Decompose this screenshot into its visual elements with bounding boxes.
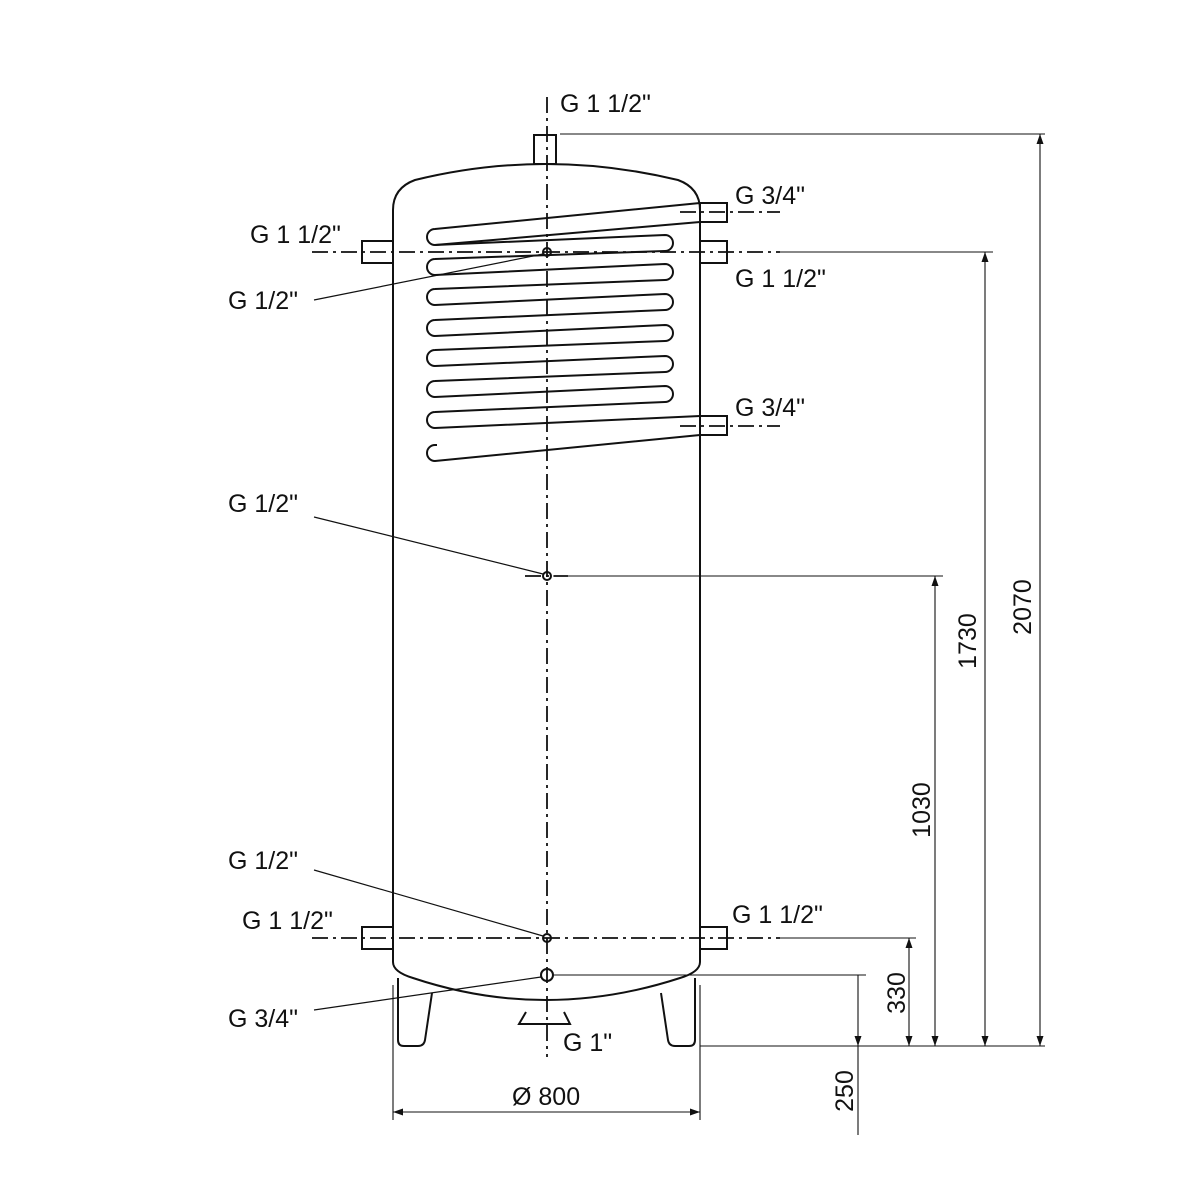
label-sensor-middle: G 1/2" [228, 490, 298, 518]
dimension-lines [393, 134, 1044, 1135]
extension-lines [392, 133, 1045, 1120]
dim-drain-height: 250 [831, 1070, 859, 1112]
leader-lines [313, 253, 544, 1011]
heat-exchanger-coil [426, 202, 701, 463]
label-drain: G 3/4" [228, 1005, 298, 1033]
sensor-ports [540, 247, 554, 982]
coil-tube-segment [426, 384, 674, 429]
dim-diameter: Ø 800 [512, 1083, 580, 1111]
dimension-texts: Ø 800 2070 1730 1030 330 250 [512, 579, 1037, 1112]
coil-tube-segment [426, 202, 701, 247]
bottom-connection-stub [517, 1011, 572, 1025]
coil-tube-segment [426, 233, 674, 276]
label-top-connection: G 1 1/2" [560, 90, 651, 118]
label-coil-lower: G 3/4" [735, 394, 805, 422]
coil-tube-segment [426, 415, 701, 463]
label-sensor-lower: G 1/2" [228, 847, 298, 875]
coil-tube-segment [426, 323, 674, 367]
label-lower-right: G 1 1/2" [732, 901, 823, 929]
coil-tube-segment [426, 292, 674, 337]
dim-upper-connection-height: 1730 [954, 613, 982, 669]
coil-tube-segment [426, 262, 674, 306]
label-lower-left: G 1 1/2" [242, 907, 333, 935]
coil-tube-segment [426, 354, 674, 398]
label-coil-upper: G 3/4" [735, 182, 805, 210]
top-connection-stub [533, 134, 557, 165]
label-bottom-connection: G 1" [563, 1029, 612, 1057]
label-upper-left: G 1 1/2" [250, 221, 341, 249]
tank-feet [397, 978, 696, 1047]
label-sensor-upper: G 1/2" [228, 287, 298, 315]
label-upper-right: G 1 1/2" [735, 265, 826, 293]
dim-lower-connection-height: 330 [883, 972, 911, 1014]
dim-total-height: 2070 [1009, 579, 1037, 635]
dim-middle-sensor-height: 1030 [908, 782, 936, 838]
connection-labels: G 1 1/2" G 3/4" G 1 1/2" G 1 1/2" G 1/2"… [228, 90, 826, 1057]
